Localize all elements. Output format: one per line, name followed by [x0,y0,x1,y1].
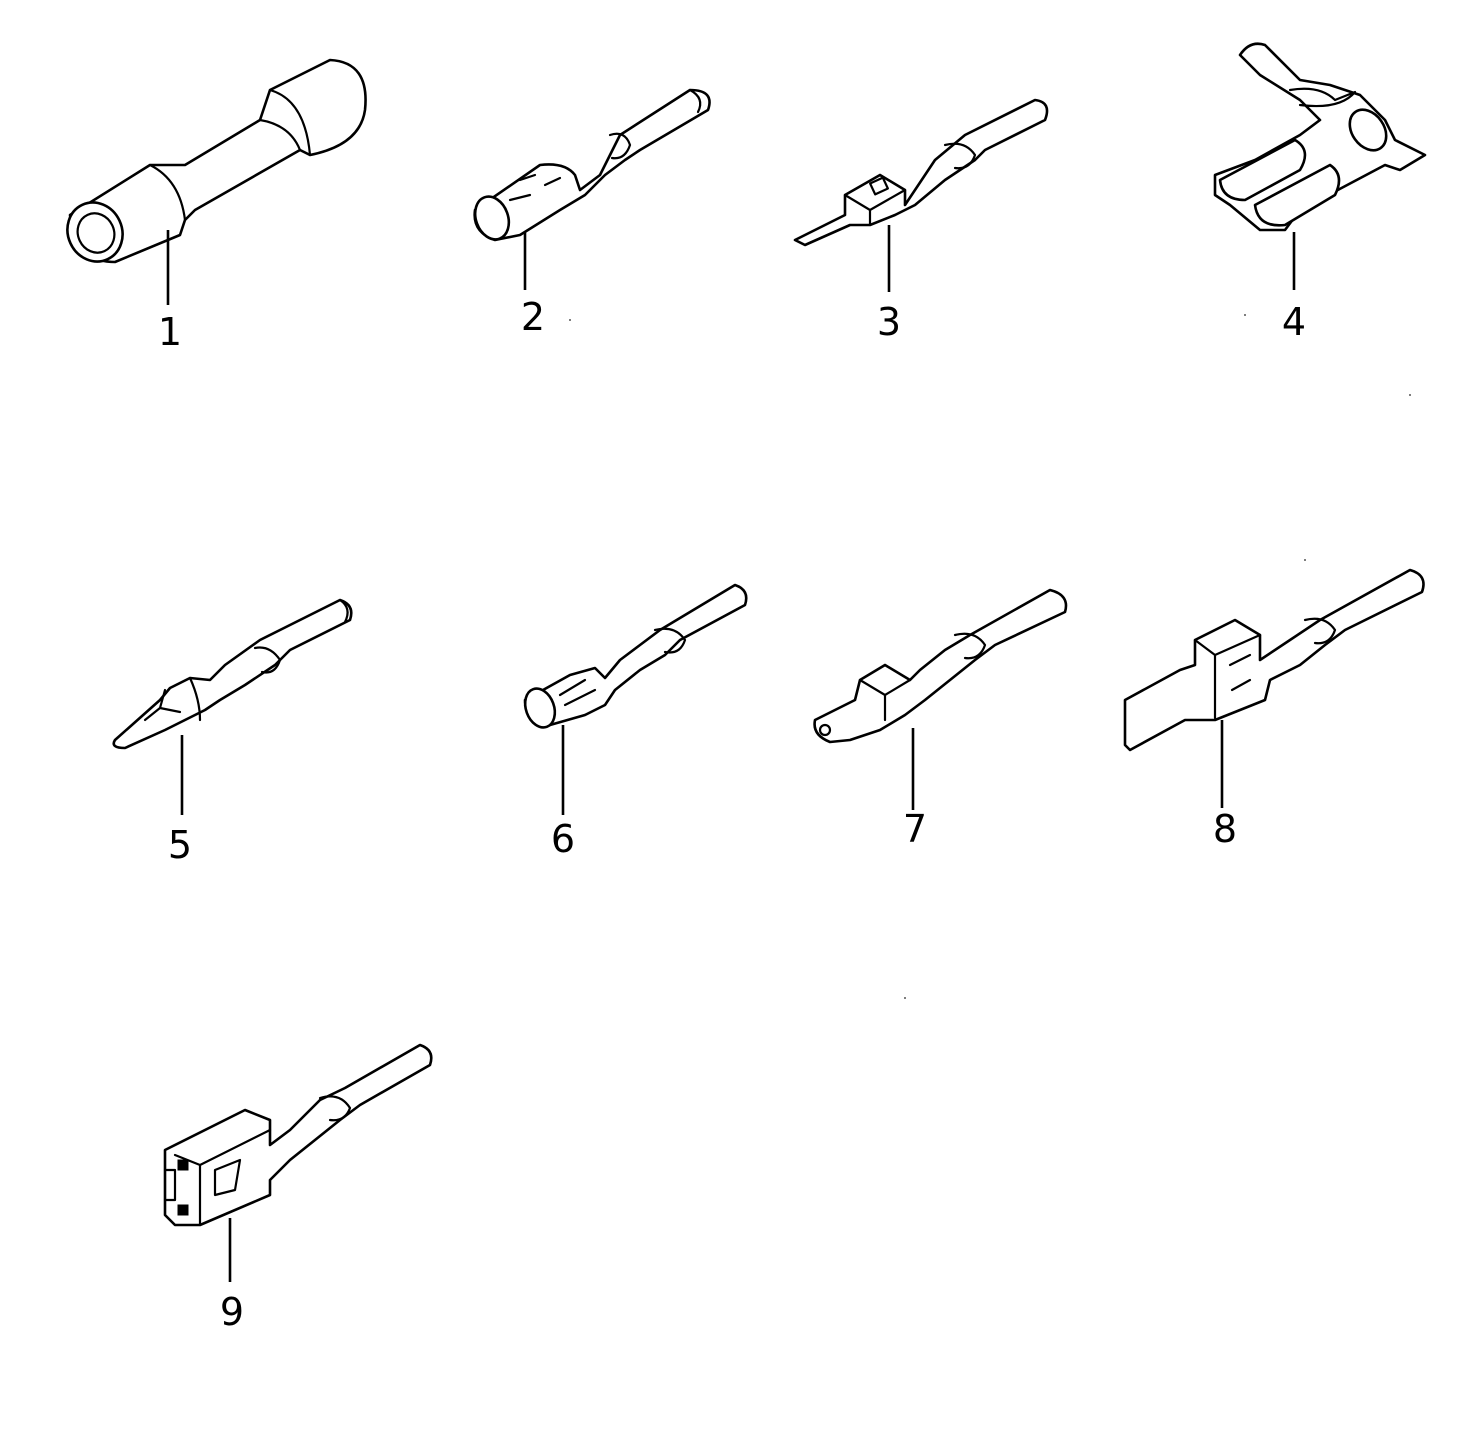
speck [1244,314,1246,316]
speck [904,997,906,999]
callout-8: 8 [1213,807,1237,851]
callout-3: 3 [877,300,901,344]
part-8-flat-receptacle [1123,568,1425,808]
speck [1409,394,1411,396]
part-1-butt-connector [66,58,367,305]
callout-6: 6 [551,817,575,861]
part-6-round-pin [523,583,748,815]
speck [1304,559,1306,561]
callout-1: 1 [158,310,182,354]
part-7-flat-tab [813,588,1068,810]
callout-7: 7 [903,807,927,851]
part-2-round-socket [473,88,711,290]
callout-4: 4 [1282,300,1306,344]
callout-5: 5 [168,823,192,867]
part-3-flat-blade [793,98,1049,292]
part-4-double-receptacle [1213,42,1427,290]
part-5-pin-contact [112,598,353,815]
speck [569,319,571,321]
callout-9: 9 [220,1290,244,1334]
callout-2: 2 [521,295,545,339]
part-9-connector-housing [163,1043,433,1282]
